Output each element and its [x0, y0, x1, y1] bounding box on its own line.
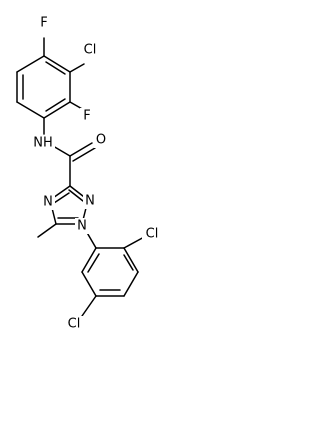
atom-bg-n-left: [41, 194, 55, 210]
bond-triazole-n2-c3-inner: [68, 189, 84, 202]
bond-ring1-c1-c2: [16, 55, 45, 73]
atom-bg-n-bottom: [75, 218, 89, 234]
bond-nh-carbonyl: [52, 145, 71, 157]
bond-carbonyl-o-2: [72, 147, 96, 162]
bond-ring2-c5-cl: [81, 295, 97, 317]
atom-cl-right: Cl: [146, 227, 159, 242]
atom-labels: F Cl F NH O N N N Cl Cl: [31, 15, 162, 332]
bond-ring1-c4-c5: [43, 101, 71, 119]
bond-ring1-c3-c3-inner: [45, 61, 66, 75]
atom-bg-nh: [31, 135, 55, 151]
bond-ring2-c2-inner: [123, 254, 134, 271]
bond-ring1-c5-inner: [45, 98, 66, 112]
atom-cl-top: Cl: [84, 43, 97, 58]
bond-c3-cl: [69, 63, 85, 73]
bond-ring1-c2-c3: [43, 55, 71, 73]
bond-ring2-c3-c4: [123, 271, 139, 297]
atom-nh: NH: [33, 136, 53, 151]
atom-f-ortho: F: [83, 109, 90, 124]
bond-ring2-c6-inner: [87, 253, 100, 273]
bonds: [16, 37, 147, 317]
atom-bg-cl-right: [142, 226, 162, 242]
atom-n-triazole-left: N: [43, 195, 53, 210]
bond-ring1-c5-c6: [16, 101, 45, 119]
atom-f-top: F: [40, 16, 47, 31]
atom-o: O: [96, 133, 106, 148]
atom-bg-f-ortho: [80, 108, 94, 124]
atom-bg-cl-top: [80, 42, 100, 58]
bond-ring2-c6-c1: [81, 247, 97, 273]
atom-n-triazole-right: N: [85, 194, 95, 209]
bond-triazole-c3-n4-inner: [53, 192, 70, 204]
bond-c5-methyl: [37, 223, 57, 238]
bond-carbonyl-o-1: [69, 142, 93, 157]
atom-cl-bottom: Cl: [68, 317, 81, 332]
bond-ring2-c5-c6: [81, 271, 97, 297]
atom-bg-n-right: [83, 193, 97, 209]
atom-n-triazole-bottom: N: [77, 219, 87, 234]
atom-bg-cl-bottom: [64, 316, 84, 332]
chemical-structure: F Cl F NH O N N N Cl Cl: [16, 15, 162, 332]
bond-ring2-c2-c3: [123, 247, 139, 273]
atom-bg-o: [94, 132, 108, 148]
atom-bg-f-top: [37, 15, 51, 31]
